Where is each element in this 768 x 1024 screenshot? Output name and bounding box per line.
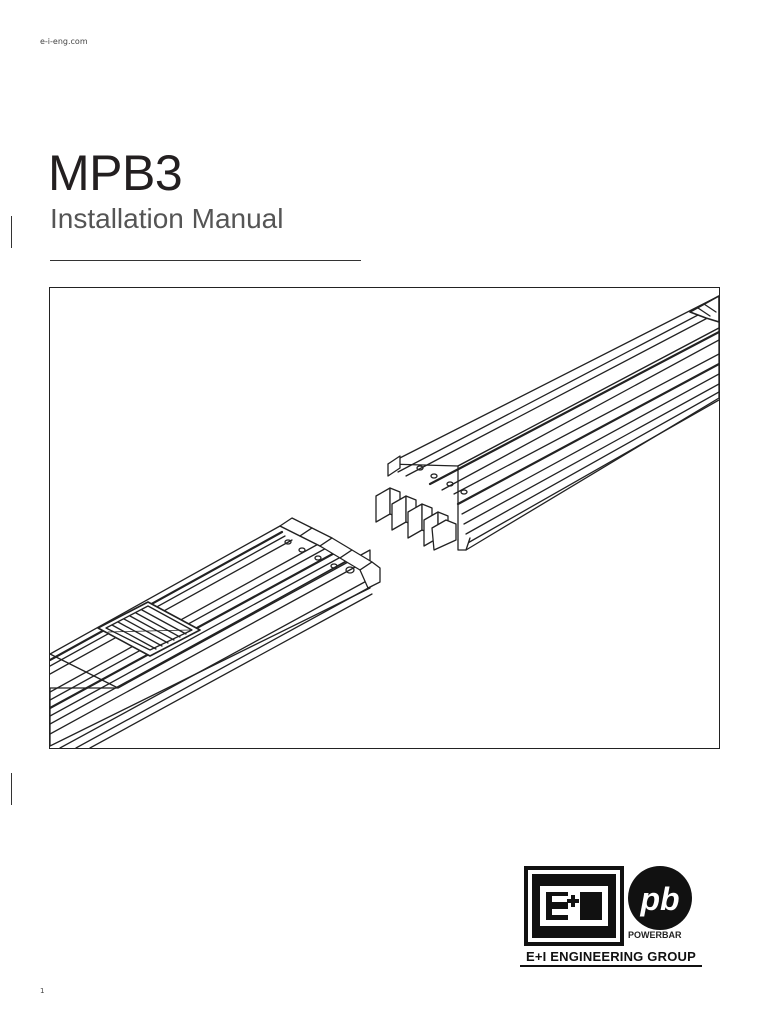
company-name-underline xyxy=(520,965,702,967)
powerbar-label: POWERBAR xyxy=(628,930,682,940)
page-number: 1 xyxy=(40,987,45,995)
busbar-joint-illustration-icon xyxy=(50,295,719,748)
margin-mark-top xyxy=(11,216,12,248)
margin-mark-bottom xyxy=(11,773,12,805)
title-rule xyxy=(50,260,361,261)
ei-logo-icon: pb xyxy=(524,866,692,946)
page-title: MPB3 xyxy=(48,145,183,201)
company-logo[interactable]: pb xyxy=(520,866,702,970)
page-subtitle: Installation Manual xyxy=(50,203,284,234)
left-busbar-section xyxy=(50,517,381,748)
right-busbar-section xyxy=(375,295,719,551)
figure-frame xyxy=(49,287,720,749)
svg-text:pb: pb xyxy=(639,881,679,917)
site-url[interactable]: e-i-eng.com xyxy=(40,37,88,46)
company-name: E+I ENGINEERING GROUP xyxy=(526,949,696,964)
